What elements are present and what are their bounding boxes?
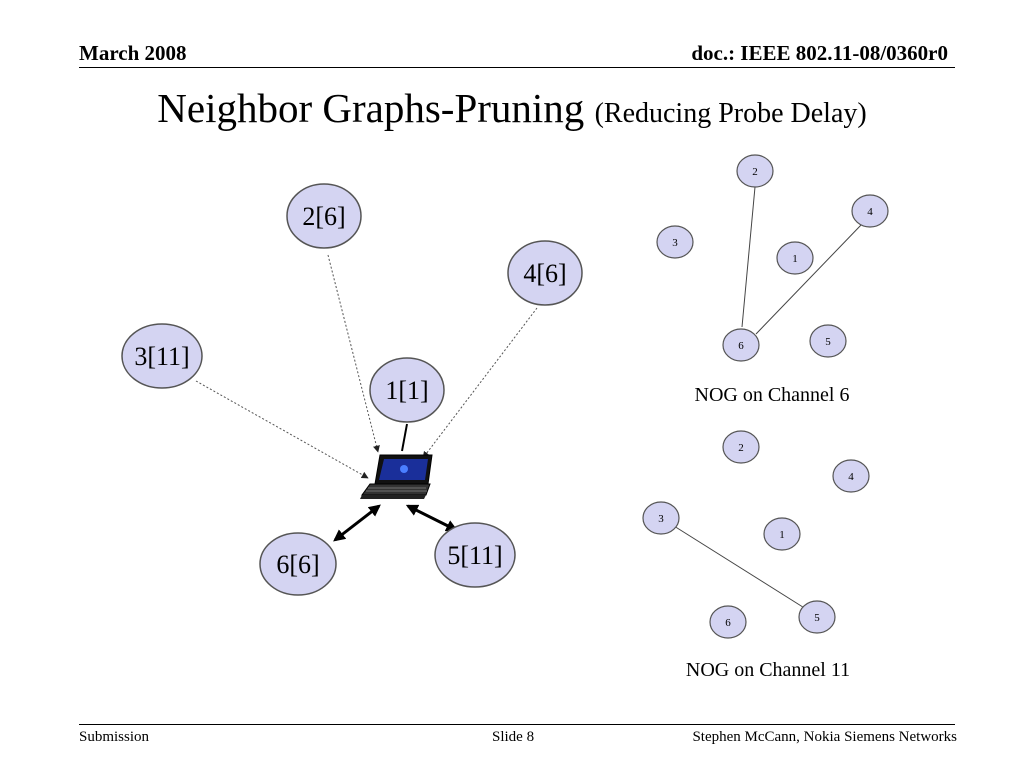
- left-node-label: 1[1]: [385, 376, 428, 405]
- ch6-node-1: 1: [776, 241, 814, 275]
- left-node-label: 4[6]: [523, 259, 566, 288]
- channel11-edges: [673, 525, 807, 610]
- slide-title: Neighbor Graphs-Pruning (Reducing Probe …: [0, 83, 1024, 139]
- ch6-node-label: 6: [738, 340, 744, 352]
- footer-submission: Submission: [79, 729, 150, 745]
- ch11-node-label: 2: [738, 442, 744, 454]
- edge-3-laptop: [195, 380, 369, 479]
- footer-slide-number: Slide 8: [492, 729, 535, 745]
- laptop-icon: [360, 454, 433, 499]
- ch11-node-5: 5: [798, 600, 836, 634]
- edge-1-laptop: [401, 423, 408, 452]
- ch6-node-6: 6: [722, 328, 760, 362]
- header-date: March 2008: [79, 41, 187, 65]
- channel6-edges: [741, 186, 863, 335]
- title-subtitle: (Reducing Probe Delay): [594, 98, 867, 129]
- ch11-node-4: 4: [832, 459, 870, 493]
- left-node-2: 2[6]: [286, 183, 362, 249]
- left-node-label: 6[6]: [276, 550, 319, 579]
- ch11-node-label: 3: [658, 513, 664, 525]
- edge-laptop-5: [405, 504, 459, 532]
- left-node-label: 3[11]: [134, 342, 189, 371]
- title-main: Neighbor Graphs-Pruning: [157, 85, 585, 131]
- ch6-node-5: 5: [809, 324, 847, 358]
- ch11-node-label: 1: [779, 529, 785, 541]
- edge-2-laptop: [327, 254, 380, 453]
- ch6-edge-2-6: [741, 186, 756, 328]
- ch11-node-2: 2: [722, 430, 760, 464]
- edge-laptop-6: [333, 504, 381, 542]
- left-node-4: 4[6]: [507, 240, 583, 306]
- left-node-1: 1[1]: [369, 357, 445, 423]
- left-node-5: 5[11]: [434, 522, 516, 588]
- channel6-caption: NOG on Channel 6: [695, 384, 850, 406]
- left-node-label: 2[6]: [302, 202, 345, 231]
- ch6-node-4: 4: [851, 194, 889, 228]
- ch11-node-label: 5: [814, 612, 820, 624]
- ch6-node-3: 3: [656, 225, 694, 259]
- footer-author: Stephen McCann, Nokia Siemens Networks: [692, 729, 957, 745]
- header-doc-id: doc.: IEEE 802.11-08/0360r0: [691, 41, 948, 65]
- footer-rule: [79, 724, 955, 725]
- ch11-node-6: 6: [709, 605, 747, 639]
- ch11-node-label: 4: [848, 471, 854, 483]
- header-rule: [79, 67, 955, 68]
- ch6-node-label: 4: [867, 206, 873, 218]
- ch6-node-2: 2: [736, 154, 774, 188]
- left-node-3: 3[11]: [121, 323, 203, 389]
- left-node-label: 5[11]: [447, 541, 502, 570]
- channel11-caption: NOG on Channel 11: [686, 659, 850, 681]
- ch6-edge-4-6: [755, 223, 863, 335]
- ch6-node-label: 3: [672, 237, 678, 249]
- ch6-node-label: 5: [825, 336, 831, 348]
- ch6-node-label: 2: [752, 166, 758, 178]
- ch11-node-label: 6: [725, 617, 731, 629]
- edge-4-laptop: [422, 307, 538, 459]
- left-graph-edges: [195, 254, 538, 542]
- ch11-node-1: 1: [763, 517, 801, 551]
- ch11-node-3: 3: [642, 501, 680, 535]
- ch6-node-label: 1: [792, 253, 798, 265]
- left-node-6: 6[6]: [259, 532, 337, 596]
- ch11-edge-3-5: [673, 525, 807, 610]
